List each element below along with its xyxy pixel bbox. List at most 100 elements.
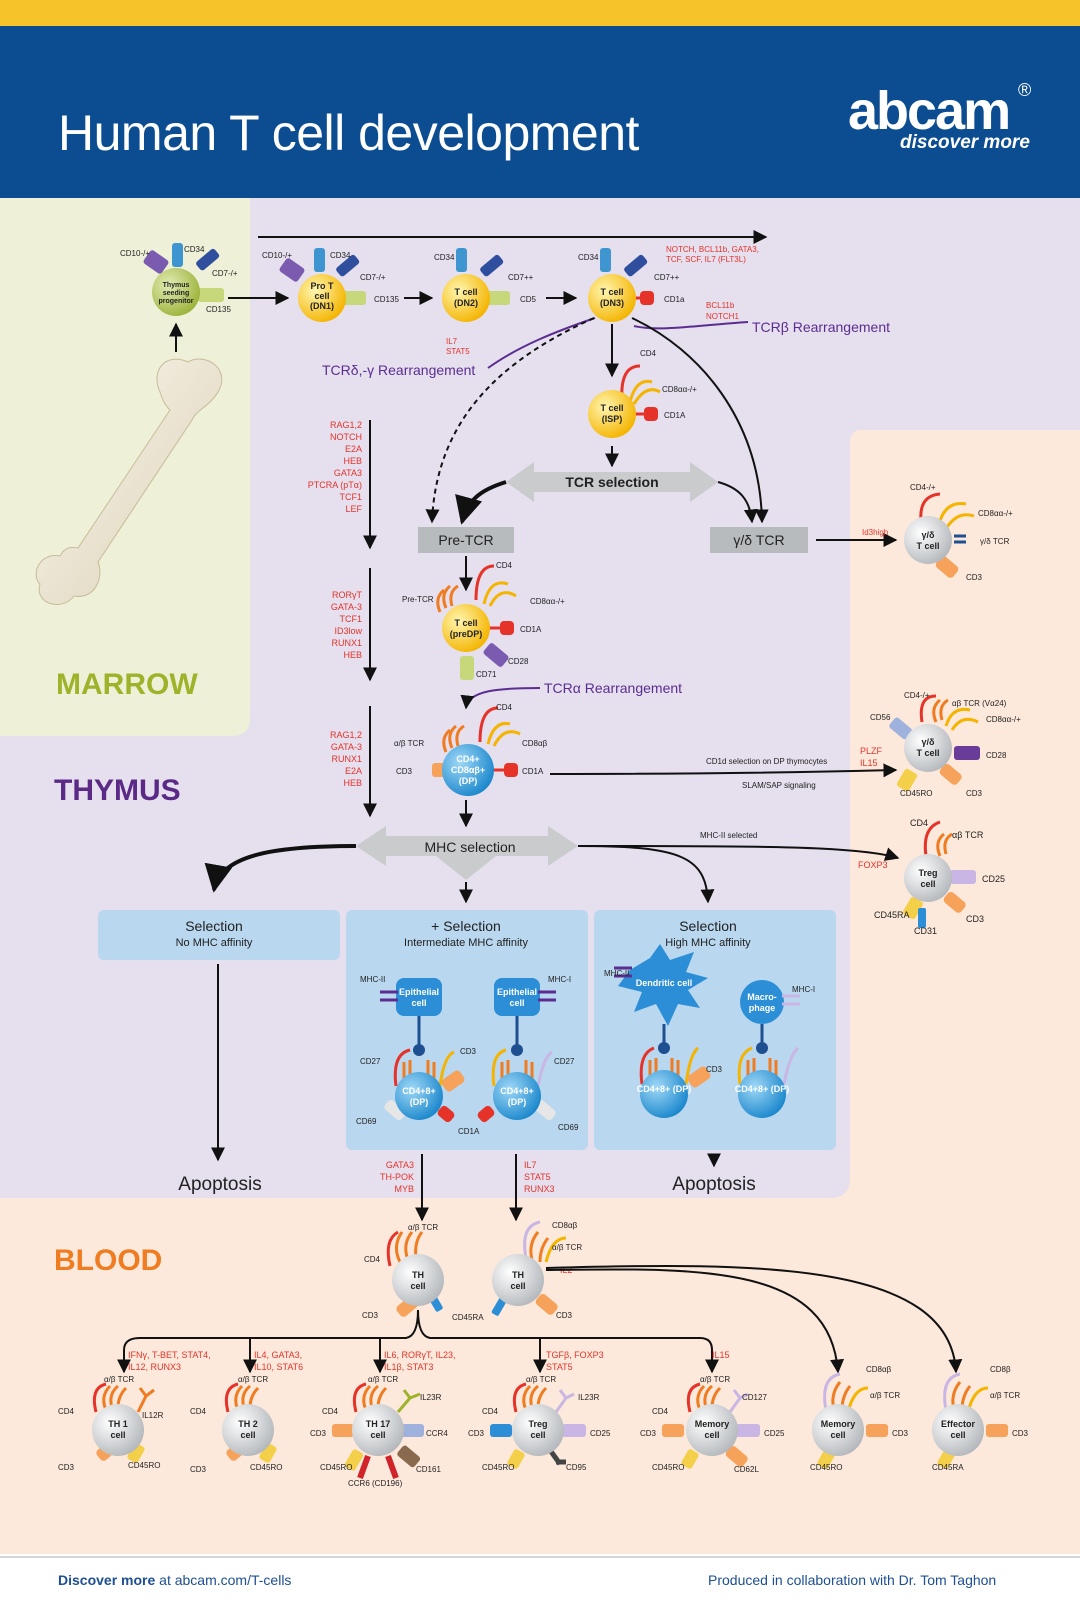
eff8-marker-cd45ra: CD45RA bbox=[932, 1463, 964, 1472]
svg-text:HEB: HEB bbox=[343, 778, 362, 788]
th2-cell[interactable]: TH 2 cell bbox=[222, 1382, 278, 1464]
th-cd4-cell[interactable]: TH cell bbox=[386, 1230, 444, 1318]
th17-marker-cd4: CD4 bbox=[322, 1407, 339, 1416]
gd-marker-tcr: γ/δ TCR bbox=[980, 537, 1010, 546]
eff8-marker-tcr: α/β TCR bbox=[990, 1391, 1020, 1400]
dp-cell[interactable]: CD4+ CD8αβ+ (DP) bbox=[432, 706, 521, 796]
th1-marker-cd3: CD3 bbox=[58, 1463, 75, 1472]
nkt-cell[interactable]: γ/δ T cell bbox=[888, 694, 980, 792]
svg-text:Memory: Memory bbox=[695, 1419, 730, 1429]
bone-illustration bbox=[35, 358, 223, 605]
mhc2-label-high: MHC-II bbox=[604, 969, 629, 978]
tsp-marker-cd135: CD135 bbox=[206, 305, 231, 314]
dn2-cell[interactable]: T cell (DN2) bbox=[442, 248, 510, 322]
mem4-marker-cd3: CD3 bbox=[640, 1429, 657, 1438]
memory-cd4-cell[interactable]: Memory cell bbox=[662, 1382, 760, 1470]
header-banner bbox=[0, 26, 1080, 198]
factors-list-2: RORγT GATA-3 TCF1 ID3low RUNX1 HEB bbox=[331, 590, 363, 660]
th17-cell[interactable]: TH 17 cell bbox=[332, 1382, 424, 1480]
tcra-rearrangement: TCRα Rearrangement bbox=[544, 680, 682, 696]
svg-text:Epithelial: Epithelial bbox=[497, 987, 537, 997]
th17-factors-2: IL1β, STAT3 bbox=[384, 1362, 433, 1372]
svg-text:CD4+8+ (DP): CD4+8+ (DP) bbox=[735, 1084, 790, 1094]
th-cd8-cell[interactable]: TH cell bbox=[491, 1220, 567, 1317]
gd-t-cell[interactable]: γ/δ T cell bbox=[904, 492, 975, 579]
cd27-label-left: CD27 bbox=[360, 1057, 381, 1066]
mhc2-selected-label: MHC-II selected bbox=[700, 831, 757, 840]
thymic-treg-cell[interactable]: Treg cell bbox=[902, 820, 976, 928]
treg-factors-1: TGFβ, FOXP3 bbox=[546, 1350, 604, 1360]
gd-marker-cd8: CD8αα-/+ bbox=[978, 509, 1013, 518]
th1-marker-tcr: α/β TCR bbox=[104, 1375, 134, 1384]
brand-logo[interactable]: abcam bbox=[848, 81, 1011, 141]
svg-text:MYB: MYB bbox=[394, 1184, 414, 1194]
treg-marker-cd25: CD25 bbox=[590, 1429, 611, 1438]
th1-cell[interactable]: TH 1 cell bbox=[92, 1382, 155, 1464]
th1-factors-1: IFNγ, T-BET, STAT4, bbox=[128, 1350, 211, 1360]
svg-text:(DP): (DP) bbox=[410, 1097, 429, 1107]
marrow-region bbox=[0, 198, 250, 736]
svg-text:CD4+: CD4+ bbox=[456, 754, 479, 764]
svg-text:Pro T: Pro T bbox=[310, 281, 334, 291]
svg-text:Treg: Treg bbox=[528, 1419, 547, 1429]
il7-runx3-factors: IL7 STAT5 RUNX3 bbox=[524, 1160, 555, 1194]
dn1-marker-cd7: CD7-/+ bbox=[360, 273, 386, 282]
tsp-marker-cd7: CD7-/+ bbox=[212, 269, 238, 278]
treg-cell[interactable]: Treg cell bbox=[490, 1382, 586, 1470]
factors-list-1: RAG1,2 NOTCH E2A HEB GATA3 PTCRA (pTα) T… bbox=[308, 420, 363, 514]
svg-text:cell: cell bbox=[411, 998, 426, 1008]
plzf-label: PLZF bbox=[860, 746, 883, 756]
svg-text:RAG1,2: RAG1,2 bbox=[330, 730, 362, 740]
dn3-factors-2: TCF, SCF, IL7 (FLT3L) bbox=[666, 255, 746, 264]
th2-marker-cd3: CD3 bbox=[190, 1465, 207, 1474]
mhc1-label-right: MHC-I bbox=[548, 975, 571, 984]
th1-marker-il12r: IL12R bbox=[142, 1411, 164, 1420]
dn3-cell[interactable]: T cell (DN3) bbox=[588, 248, 654, 322]
predp-marker-cd4: CD4 bbox=[496, 561, 513, 570]
top-stripe bbox=[0, 0, 1080, 26]
apoptosis-left: Apoptosis bbox=[178, 1174, 261, 1195]
effector-cd8-cell[interactable]: Effector cell bbox=[932, 1372, 1008, 1470]
dp-marker-cd4: CD4 bbox=[496, 703, 513, 712]
nkt-marker-cd56: CD56 bbox=[870, 713, 891, 722]
svg-text:CD8αβ+: CD8αβ+ bbox=[451, 765, 485, 775]
footer-url[interactable]: at abcam.com/T-cells bbox=[159, 1572, 292, 1588]
tsp-cell[interactable]: Thymus seeding progenitor bbox=[142, 243, 224, 316]
svg-text:T cell: T cell bbox=[600, 287, 623, 297]
epithelial-cell-right: Epithelial cell CD4+8+ (DP) bbox=[477, 978, 556, 1123]
svg-text:TCF1: TCF1 bbox=[340, 614, 363, 624]
th8-marker-cd3: CD3 bbox=[556, 1311, 573, 1320]
isp-cell[interactable]: T cell (ISP) bbox=[588, 364, 661, 438]
th1-marker-cd45ro: CD45RO bbox=[128, 1461, 160, 1470]
dn3-factors-1: NOTCH, BCL11b, GATA3, bbox=[666, 245, 759, 254]
mem4-marker-cd25: CD25 bbox=[764, 1429, 785, 1438]
svg-text:E2A: E2A bbox=[345, 444, 362, 454]
th2-factors-2: IL10, STAT6 bbox=[254, 1362, 303, 1372]
svg-text:IL7: IL7 bbox=[524, 1160, 537, 1170]
footer-link[interactable]: Discover more at abcam.com/T-cells bbox=[58, 1572, 291, 1588]
th2-marker-cd45ro: CD45RO bbox=[250, 1463, 282, 1472]
dn2-marker-cd7: CD7++ bbox=[508, 273, 534, 282]
treg-marker-cd31: CD31 bbox=[914, 926, 937, 936]
neg-selection-sub: No MHC affinity bbox=[176, 937, 253, 949]
svg-text:(preDP): (preDP) bbox=[450, 629, 483, 639]
nkt-marker-cd45ro: CD45RO bbox=[900, 789, 932, 798]
th8-marker-cd8: CD8αβ bbox=[552, 1221, 578, 1230]
predp-cell[interactable]: T cell (preDP) bbox=[436, 564, 517, 680]
th2-marker-cd4: CD4 bbox=[190, 1407, 207, 1416]
svg-text:LEF: LEF bbox=[345, 504, 362, 514]
neg-selection-box bbox=[98, 910, 340, 960]
memory-cd8-cell[interactable]: Memory cell bbox=[812, 1372, 888, 1470]
svg-text:CD4+8+: CD4+8+ bbox=[402, 1086, 436, 1096]
footer-discover: Discover more bbox=[58, 1572, 156, 1588]
svg-text:(DP): (DP) bbox=[508, 1097, 527, 1107]
th8-marker-tcr: α/β TCR bbox=[552, 1243, 582, 1252]
svg-text:Memory: Memory bbox=[821, 1419, 856, 1429]
svg-text:T cell: T cell bbox=[600, 403, 623, 413]
pre-tcr-box bbox=[418, 527, 514, 553]
cd69-label-right: CD69 bbox=[558, 1123, 579, 1132]
dn1-cell[interactable]: Pro T cell (DN1) bbox=[278, 248, 366, 322]
macrophage-cell: Macro- phage CD4+8+ (DP) bbox=[735, 980, 800, 1118]
dn3-marker-cd1a: CD1a bbox=[664, 295, 685, 304]
mem8-marker-cd3: CD3 bbox=[892, 1429, 909, 1438]
